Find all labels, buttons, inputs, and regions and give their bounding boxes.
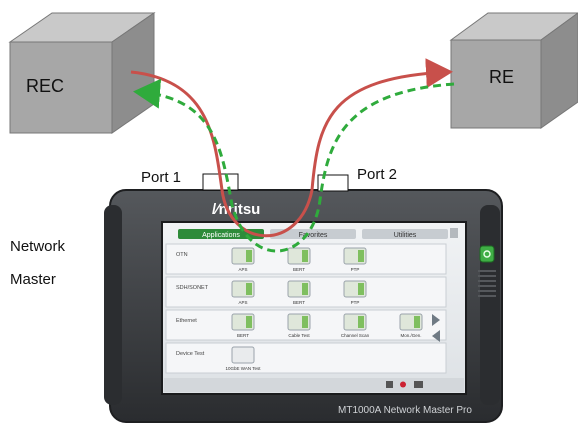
app-tile-accent xyxy=(358,250,364,262)
status-square-icon xyxy=(386,381,393,388)
device-label-line2: Master xyxy=(10,271,56,288)
app-tile-label: APS xyxy=(238,300,247,305)
rec-label: REC xyxy=(26,76,65,96)
app-tile-accent xyxy=(358,316,364,328)
svg-text:Utilities: Utilities xyxy=(394,232,417,239)
screen-row-title: Device Test xyxy=(176,351,205,357)
app-tile-label: 10GbE WAN Test xyxy=(225,366,261,371)
app-tile-accent xyxy=(358,283,364,295)
app-tile-label: Cable Test xyxy=(288,333,310,338)
app-tile-label: BERT xyxy=(237,333,249,338)
port-1-label: Port 1 xyxy=(141,169,182,186)
brand-logo: /∕nritsu xyxy=(212,201,260,218)
app-tile-icon[interactable] xyxy=(231,346,255,364)
app-tile-accent xyxy=(302,316,308,328)
tab-utilities[interactable] xyxy=(362,229,448,239)
app-tile-accent xyxy=(302,250,308,262)
app-tile-accent xyxy=(246,250,252,262)
app-tile-label: Channel Scan xyxy=(341,333,370,338)
app-tile-label: PTP xyxy=(351,300,360,305)
app-tile-accent xyxy=(414,316,420,328)
status-dot-icon xyxy=(400,381,406,388)
device-label-line1: Network xyxy=(10,238,66,255)
app-tile-accent xyxy=(302,283,308,295)
receive-path-green xyxy=(133,78,455,253)
next-page-arrow-icon[interactable] xyxy=(432,314,440,326)
speaker-grille-icon xyxy=(478,270,496,297)
port-2-box xyxy=(317,174,349,192)
model-label: MT1000A Network Master Pro xyxy=(338,405,472,416)
tab-favorites[interactable] xyxy=(270,229,356,239)
screen-row xyxy=(165,342,447,374)
power-button-icon[interactable] xyxy=(479,245,495,263)
app-tile-accent xyxy=(246,316,252,328)
app-tile-accent xyxy=(246,283,252,295)
app-tile-label: BERT xyxy=(293,300,305,305)
svg-text:Favorites: Favorites xyxy=(299,232,328,239)
left-bumper xyxy=(104,205,122,405)
transmit-path-red xyxy=(130,58,453,238)
screen-tab-bar: Applications Favorites Utilities xyxy=(178,229,448,239)
port-2-label: Port 2 xyxy=(357,166,398,183)
app-tile-label: PTP xyxy=(351,267,360,272)
screen-row-title: SDH/SONET xyxy=(176,285,209,291)
rec-box-front xyxy=(9,41,113,134)
app-tile-label: BERT xyxy=(293,267,305,272)
screen-app-rows: OTN APS BERT PTP SDH/SONET APS BERT PTP Ethernet… xyxy=(165,243,447,374)
right-bumper xyxy=(480,205,500,405)
screen-row-title: Ethernet xyxy=(176,318,197,324)
re-label: RE xyxy=(489,67,515,87)
app-tile-label: APS xyxy=(238,267,247,272)
status-battery-icon xyxy=(414,381,423,388)
app-tile-label: Mon./Gen. xyxy=(400,333,421,338)
svg-text:Applications: Applications xyxy=(202,232,240,239)
screen-row-title: OTN xyxy=(176,252,188,258)
re-box xyxy=(449,12,578,129)
prev-page-arrow-icon[interactable] xyxy=(432,330,440,342)
screen-scroll-handle[interactable] xyxy=(450,228,458,238)
